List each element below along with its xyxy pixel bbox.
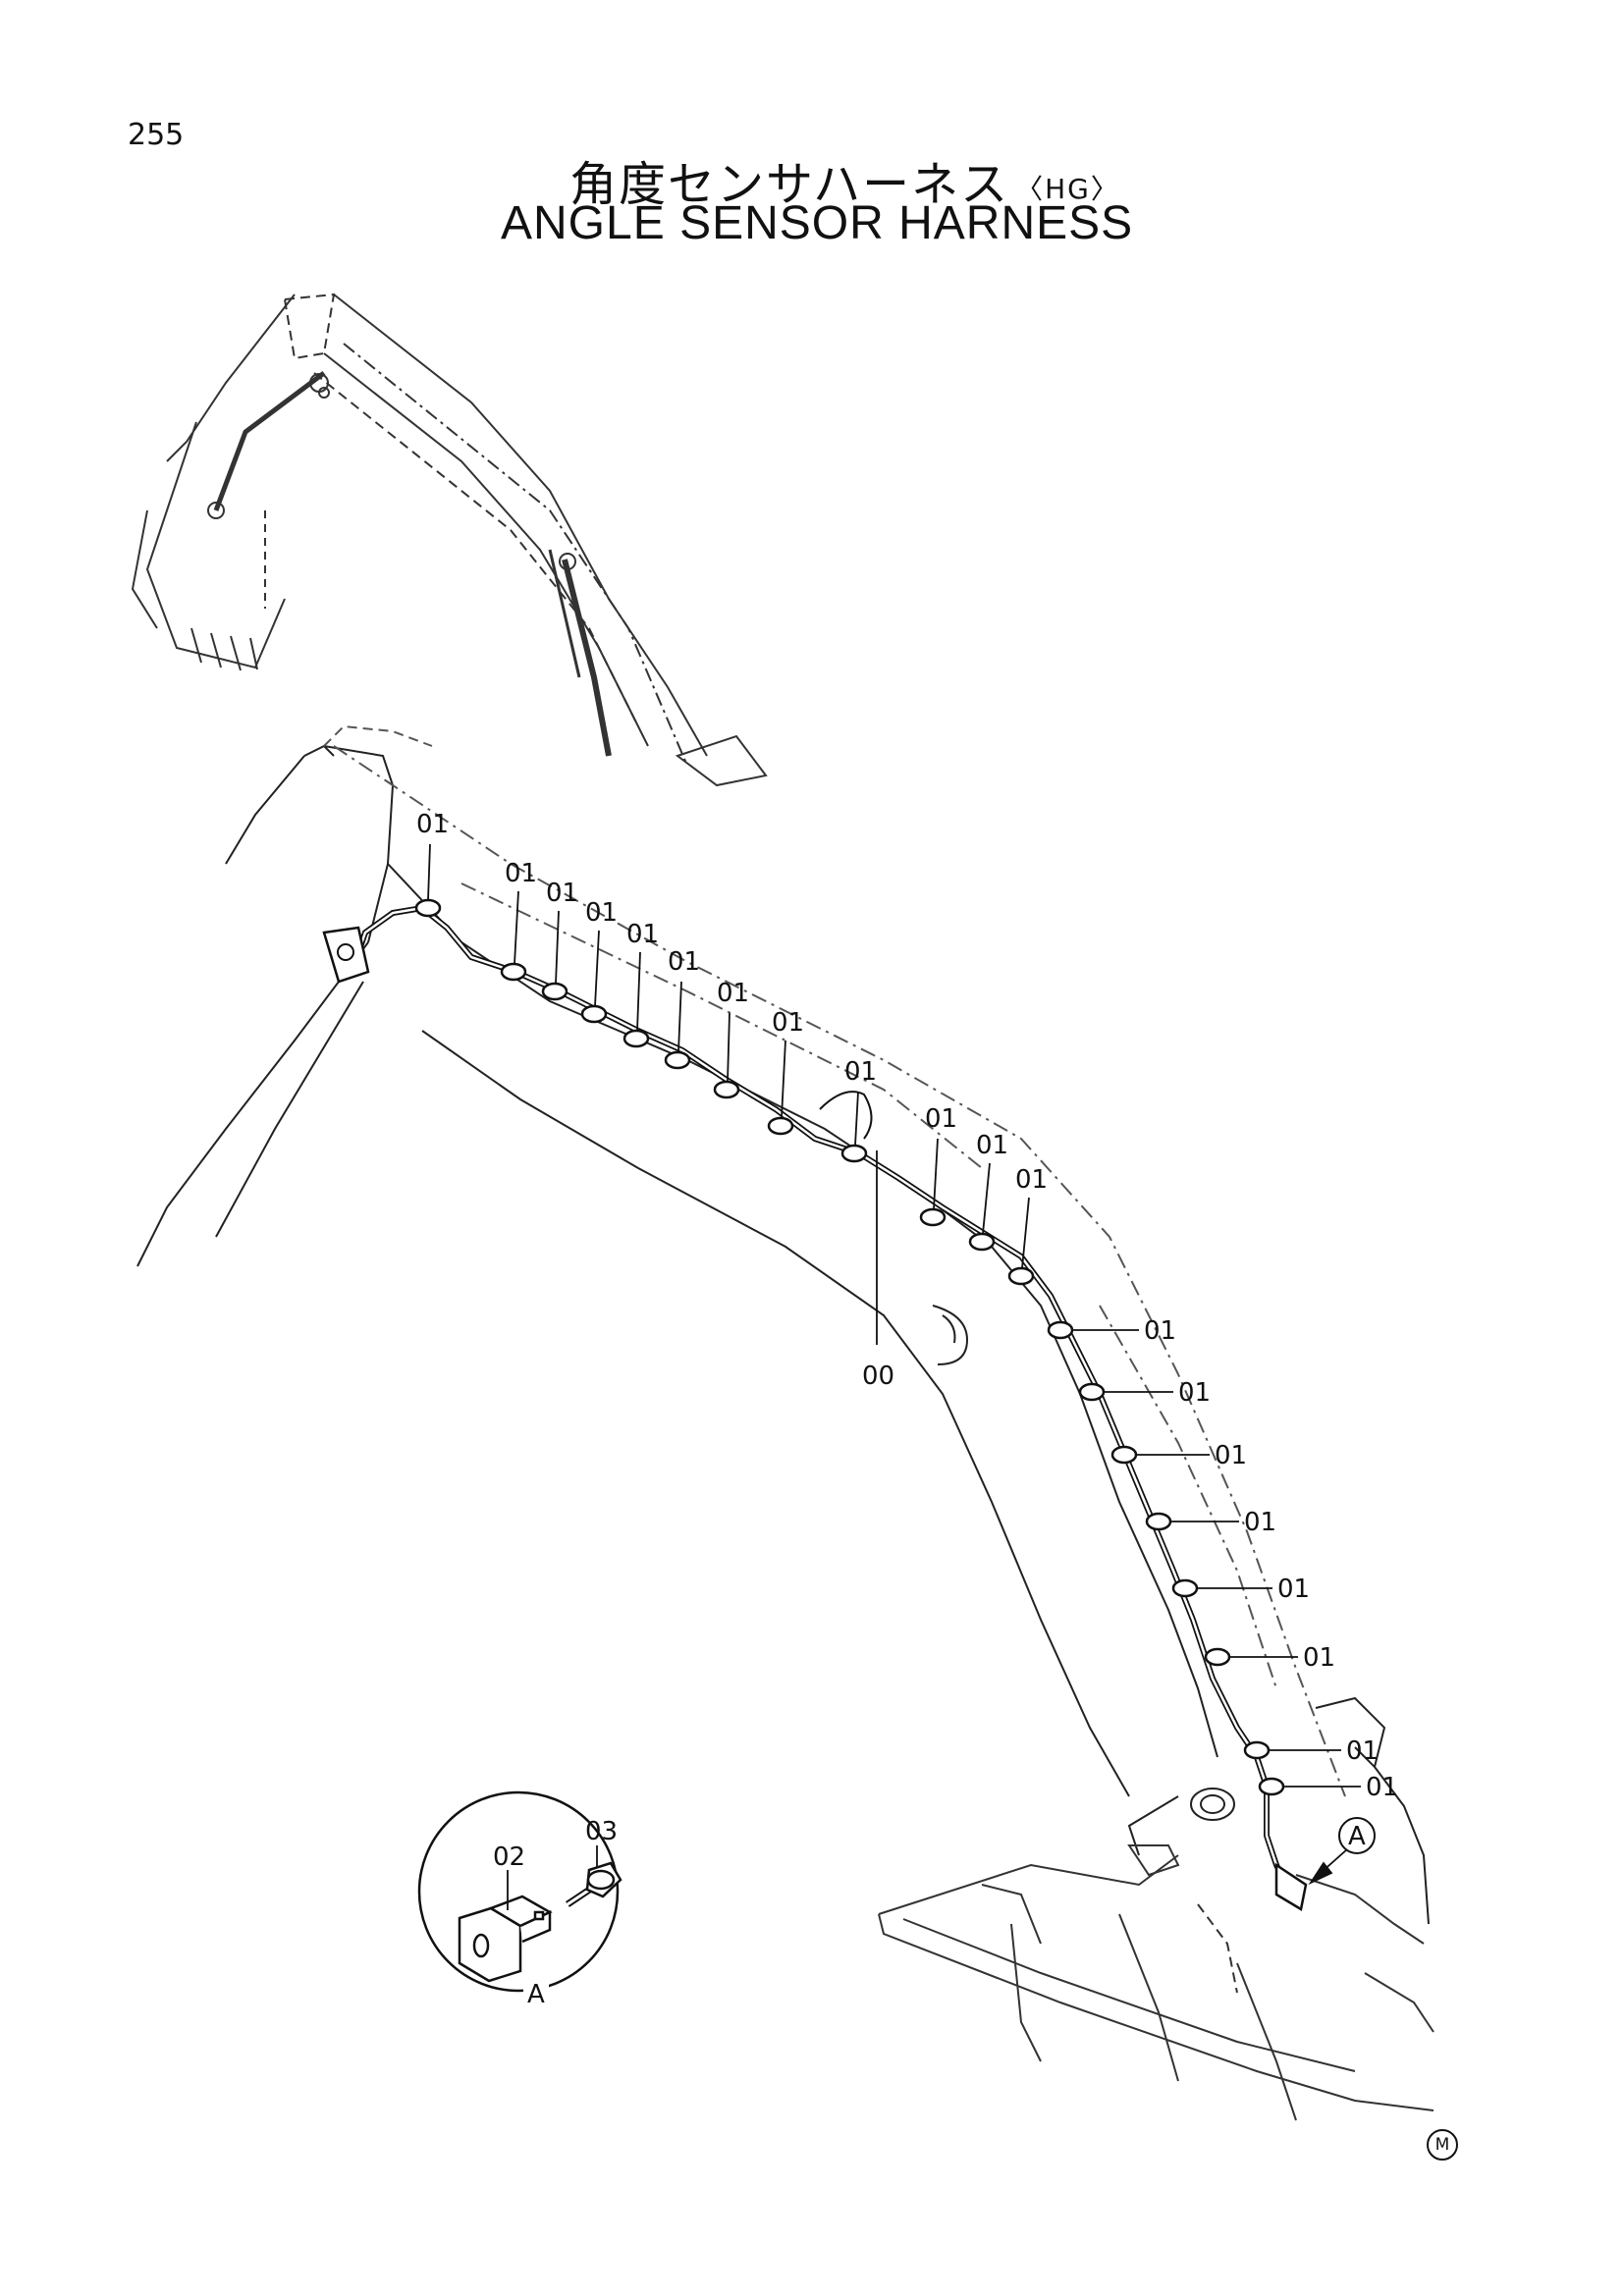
- boom-illustration: [136, 724, 1430, 1925]
- clamp: [1258, 1777, 1285, 1796]
- clamp: [840, 1144, 868, 1163]
- clamp: [1171, 1578, 1199, 1598]
- callout-clamp: 01: [772, 1008, 804, 1038]
- callout-clamp: 01: [505, 859, 537, 888]
- clamp: [1145, 1512, 1172, 1531]
- callout-clamp: 01: [585, 898, 618, 928]
- page-number: 255: [128, 118, 185, 152]
- callout-clamp: 01: [546, 879, 578, 908]
- clamp: [541, 982, 568, 1001]
- clamp: [919, 1207, 947, 1227]
- callout-clamp: 01: [925, 1104, 957, 1134]
- footer-mark: M: [1427, 2129, 1458, 2161]
- clamp: [1007, 1266, 1035, 1286]
- callout-bracket: 02: [493, 1842, 525, 1872]
- bolt-illustration: [566, 1861, 622, 1907]
- callout-clamp: 01: [844, 1057, 877, 1087]
- title-japanese: 角度センサハーネス〈HG〉: [569, 145, 1120, 214]
- harness-clamps: [414, 898, 1285, 1796]
- detail-a-marker-label: A: [1348, 1822, 1366, 1851]
- callout-clamp: 01: [717, 979, 749, 1008]
- bracket-illustration: [458, 1895, 553, 1983]
- clamp: [713, 1080, 740, 1099]
- callout-clamp: 01: [1277, 1575, 1310, 1604]
- callout-clamp: 01: [1303, 1643, 1335, 1673]
- upper-frame-illustration: [878, 1844, 1434, 2121]
- clamp: [968, 1232, 996, 1252]
- clamp: [1110, 1445, 1138, 1465]
- callout-clamp: 01: [1366, 1773, 1398, 1802]
- title-japanese-text: 角度センサハーネス: [569, 157, 1010, 212]
- title-model-tag: 〈HG〉: [1015, 173, 1120, 205]
- clamp: [580, 1004, 608, 1024]
- title-english: ANGLE SENSOR HARNESS: [501, 197, 1134, 249]
- callout-clamp: 01: [626, 920, 659, 949]
- clamp: [622, 1029, 650, 1048]
- callout-clamp: 01: [416, 810, 449, 839]
- angle-sensor-harness: [322, 904, 1308, 1911]
- clamp: [767, 1116, 794, 1136]
- callout-labels: 01 01 01 01 01 01 01 01 01 01 01 01 01 0…: [416, 810, 1398, 1802]
- callout-clamp: 01: [976, 1131, 1008, 1160]
- clamp: [1078, 1382, 1106, 1402]
- callout-clamp: 01: [668, 947, 700, 977]
- callout-clamp: 01: [1015, 1165, 1048, 1195]
- detail-a-inset-label: A: [527, 1980, 545, 2009]
- callout-clamp: 01: [1144, 1316, 1176, 1346]
- clamp: [1243, 1740, 1271, 1760]
- clamp: [1204, 1647, 1231, 1667]
- leader-lines: [427, 843, 1361, 1886]
- detail-a-inset: 02 03 A: [417, 1790, 622, 2009]
- callout-clamp: 01: [1346, 1736, 1379, 1766]
- callout-bolt: 03: [585, 1817, 618, 1846]
- callout-harness: 00: [862, 1362, 894, 1391]
- detail-a-marker: A: [1338, 1817, 1376, 1854]
- clamp: [500, 962, 527, 982]
- callout-clamp: 01: [1178, 1378, 1211, 1408]
- callout-clamp: 01: [1215, 1441, 1247, 1470]
- callout-clamp: 01: [1244, 1508, 1276, 1537]
- clamp: [664, 1050, 691, 1070]
- clamp: [1047, 1320, 1074, 1340]
- excavator-overview-illustration: [131, 293, 768, 787]
- clamp: [414, 898, 442, 918]
